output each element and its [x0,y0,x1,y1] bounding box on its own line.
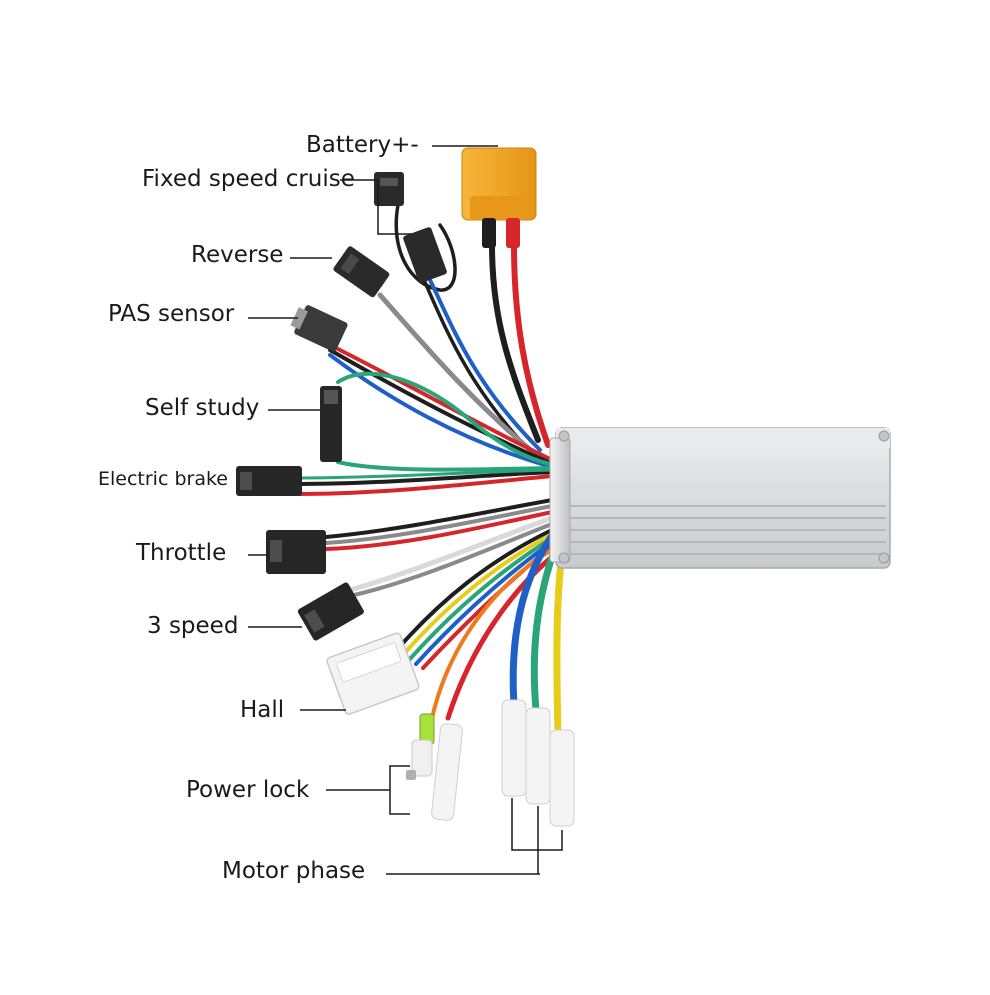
phase-yellow-wire [553,536,568,739]
battery-connector [461,147,537,248]
pas-blue-wire [328,353,550,468]
hall-connector [326,632,420,715]
self-study-connector [320,386,342,462]
reverse-connector [333,246,390,298]
leader-power-lock-bracket [389,765,410,815]
brake-red-wire [298,474,554,496]
controller-box [549,427,891,569]
brake-green-wire [298,468,554,480]
throttle-grey-wire [324,504,554,545]
leader-cruise [340,179,412,235]
label-self-study: Self study [145,395,260,421]
brake-black-wire [298,470,554,486]
throttle-connector [266,530,326,574]
battery-negative-wire [489,242,541,443]
power-lock-connector [406,713,463,821]
label-cruise: Fixed speed cruise [142,166,355,192]
motor-phase-connectors [501,699,575,827]
label-reverse: Reverse [191,242,284,268]
phase-blue-wire [509,526,560,709]
cruise-connector [374,172,447,283]
throttle-red-wire [324,510,554,551]
self-study-return-wire [336,460,554,472]
leader-lines [248,145,563,875]
label-hall: Hall [240,697,285,723]
hall-yellow-wire [400,532,554,658]
speed3-connector [297,582,364,641]
self-study-green-wire [336,371,552,466]
hall-black-wire [393,528,554,654]
label-3-speed: 3 speed [147,613,239,639]
throttle-black-wire [324,498,554,539]
label-electric-brake: Electric brake [98,468,228,490]
label-pas-sensor: PAS sensor [108,301,235,327]
reverse-grey-wire [377,292,543,461]
pas-red-wire [328,343,550,460]
pas-connector [290,305,348,352]
battery-positive-wire [511,242,551,448]
cruise-blue-wire [428,278,542,452]
speed3-white-wire [347,515,555,593]
brake-connector [236,466,302,496]
label-throttle: Throttle [136,540,227,566]
label-power-lock: Power lock [186,777,310,803]
leader-motor-phase-bracket [511,798,563,851]
hall-green-wire [407,536,554,662]
cruise-loop-wire [394,203,457,292]
speed3-grey-wire [348,522,554,598]
pas-black-wire [328,348,550,464]
hall-blue-wire [414,540,554,666]
power-lock-red-wire [445,549,561,721]
label-battery: Battery+- [306,132,419,158]
label-motor-phase: Motor phase [222,858,366,884]
